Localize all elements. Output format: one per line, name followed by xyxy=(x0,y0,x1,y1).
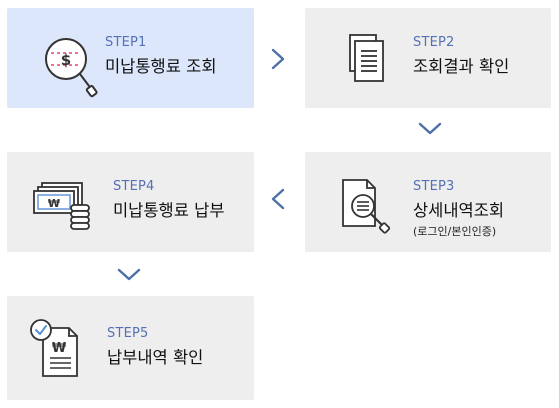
chevron-left-icon xyxy=(271,188,285,210)
money-coins-icon: ₩ xyxy=(33,182,90,230)
step1-label: STEP1 xyxy=(105,35,147,50)
step5-label: STEP5 xyxy=(107,326,149,341)
chevron-down-icon xyxy=(117,268,141,281)
svg-text:₩: ₩ xyxy=(52,341,67,356)
step1-title: 미납통행료 조회 xyxy=(105,57,217,76)
svg-text:₩: ₩ xyxy=(48,197,60,210)
receipt-check-icon: ₩ xyxy=(30,319,78,377)
step3-subtitle: (로그인/본인인증) xyxy=(413,225,497,238)
documents-icon xyxy=(349,34,384,82)
step2-card: STEP2 조회결과 확인 xyxy=(305,8,551,108)
step5-card: ₩ STEP5 납부내역 확인 xyxy=(7,296,254,400)
step1-card: $ STEP1 미납통행료 조회 xyxy=(7,8,254,108)
document-search-icon xyxy=(342,179,391,234)
step5-title: 납부내역 확인 xyxy=(107,348,204,367)
step2-label: STEP2 xyxy=(413,35,455,50)
step4-title: 미납통행료 납부 xyxy=(113,201,225,220)
chevron-down-icon xyxy=(418,122,442,135)
step3-title: 상세내역조회 xyxy=(413,201,505,220)
search-coin-icon: $ xyxy=(45,38,98,98)
step2-title: 조회결과 확인 xyxy=(413,57,510,76)
chevron-right-icon xyxy=(271,48,285,70)
step4-card: ₩ STEP4 미납통행료 납부 xyxy=(7,152,254,252)
svg-text:$: $ xyxy=(61,51,71,69)
step3-label: STEP3 xyxy=(413,179,455,194)
step4-label: STEP4 xyxy=(113,179,155,194)
step3-card: STEP3 상세내역조회 (로그인/본인인증) xyxy=(305,152,551,252)
